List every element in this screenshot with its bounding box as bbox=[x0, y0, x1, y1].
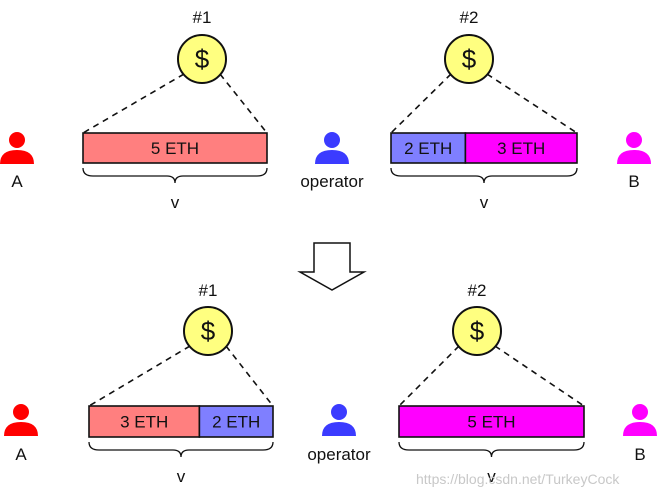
brace bbox=[398, 441, 585, 458]
brace bbox=[390, 167, 578, 184]
segment-label: 3 ETH bbox=[120, 413, 168, 432]
dashed-connector bbox=[225, 345, 274, 407]
brace bbox=[82, 167, 268, 184]
person-icon bbox=[4, 404, 38, 436]
party-a-label: A bbox=[11, 172, 23, 191]
dollar-coin-icon bbox=[177, 34, 227, 84]
segment-label: 2 ETH bbox=[212, 413, 260, 432]
operator-label: operator bbox=[307, 445, 371, 464]
person-icon bbox=[322, 404, 356, 436]
person-icon bbox=[0, 132, 34, 164]
person-head bbox=[324, 132, 340, 148]
person-body bbox=[617, 150, 651, 164]
channel-id-label: #2 bbox=[460, 8, 479, 27]
person-icon bbox=[315, 132, 349, 164]
person-body bbox=[315, 150, 349, 164]
person-icon bbox=[623, 404, 657, 436]
person-body bbox=[0, 150, 34, 164]
dashed-connector bbox=[398, 345, 460, 407]
dashed-connector bbox=[390, 73, 452, 134]
person-head bbox=[331, 404, 347, 420]
coin-symbol: $ bbox=[201, 316, 216, 346]
brace-label: v bbox=[487, 467, 496, 486]
segment-label: 2 ETH bbox=[404, 139, 452, 158]
person-body bbox=[322, 422, 356, 436]
balance-segment bbox=[464, 132, 578, 164]
coin-symbol: $ bbox=[470, 316, 485, 346]
coin-symbol: $ bbox=[195, 44, 210, 74]
channel-id-label: #2 bbox=[468, 281, 487, 300]
party-a-label: A bbox=[15, 445, 27, 464]
person-head bbox=[626, 132, 642, 148]
brace bbox=[88, 441, 274, 458]
coin-symbol: $ bbox=[462, 44, 477, 74]
party-b-label: B bbox=[628, 172, 639, 191]
dashed-connector bbox=[486, 73, 578, 134]
brace-label: v bbox=[171, 193, 180, 212]
down-arrow-icon bbox=[297, 242, 367, 291]
segment-label: 5 ETH bbox=[467, 413, 515, 432]
segment-label: 5 ETH bbox=[151, 139, 199, 158]
dashed-connector bbox=[82, 73, 185, 134]
person-head bbox=[13, 404, 29, 420]
channel-id-label: #1 bbox=[193, 8, 212, 27]
balance-segment bbox=[398, 405, 585, 438]
balance-segment bbox=[82, 132, 268, 164]
person-icon bbox=[617, 132, 651, 164]
dashed-connector bbox=[88, 345, 191, 407]
channel-id-label: #1 bbox=[199, 281, 218, 300]
person-head bbox=[9, 132, 25, 148]
person-body bbox=[623, 422, 657, 436]
segment-label: 3 ETH bbox=[497, 139, 545, 158]
dollar-coin-icon bbox=[452, 306, 502, 356]
dollar-coin-icon bbox=[183, 306, 233, 356]
brace-label: v bbox=[177, 467, 186, 486]
balance-segment bbox=[198, 405, 274, 438]
brace-label: v bbox=[480, 193, 489, 212]
person-head bbox=[632, 404, 648, 420]
operator-label: operator bbox=[300, 172, 364, 191]
watermark: https://blog.csdn.net/TurkeyCock bbox=[416, 471, 620, 487]
balance-segment bbox=[88, 405, 201, 438]
party-b-label: B bbox=[634, 445, 645, 464]
dollar-coin-icon bbox=[444, 34, 494, 84]
dashed-connector bbox=[494, 345, 585, 407]
dashed-connector bbox=[219, 73, 268, 134]
person-body bbox=[4, 422, 38, 436]
